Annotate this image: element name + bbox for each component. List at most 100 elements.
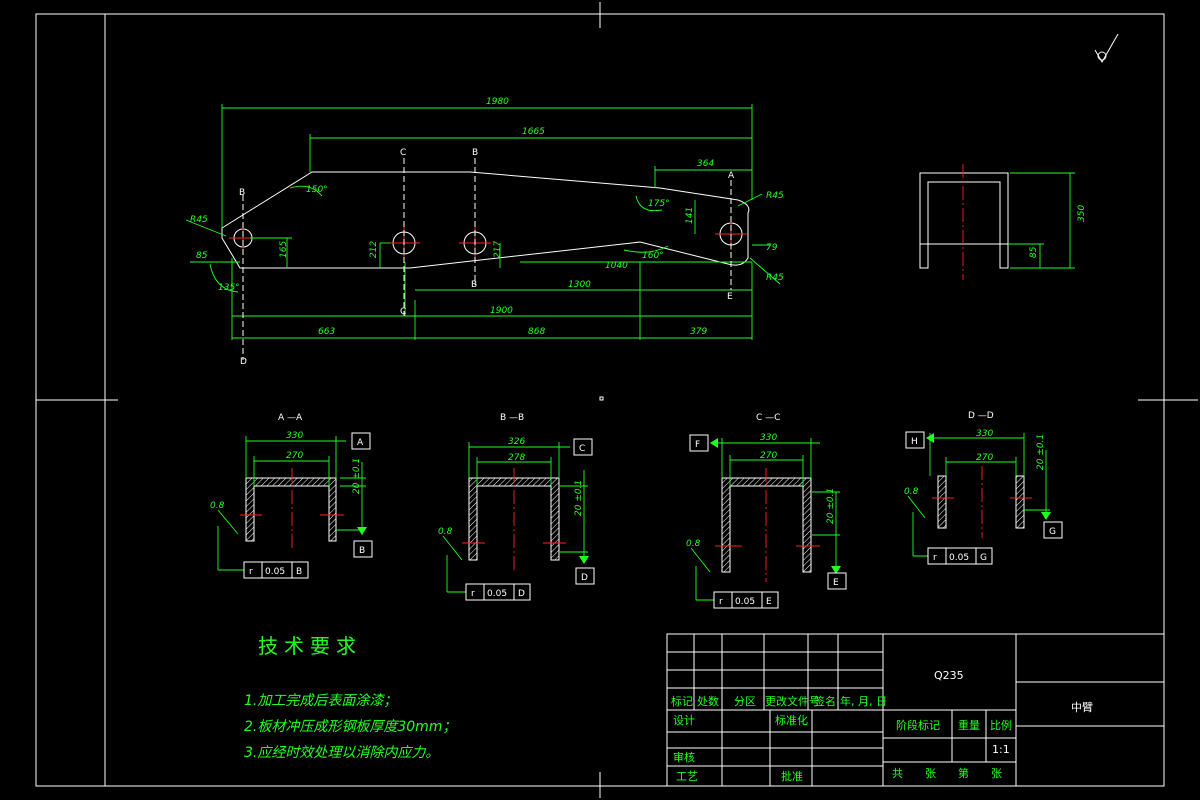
- cut-label-d-bottom: D: [240, 357, 247, 367]
- cut-label-b-top: B: [472, 148, 478, 158]
- section-a-arrow: [357, 527, 367, 535]
- datum-h-box: [905, 431, 925, 449]
- angle-150: 150°: [306, 185, 328, 195]
- cut-label-a-top: A: [728, 171, 735, 181]
- tech-req-item-1: 1.加工完成后表面涂漆；: [244, 693, 397, 709]
- cut-label-c-bottom: C: [400, 307, 406, 317]
- section-c-tol-ref: E: [766, 597, 772, 607]
- datum-f-box: [689, 434, 709, 452]
- tb-count: 处数: [697, 695, 719, 708]
- hole-centerlines: [229, 218, 747, 259]
- section-a-flatness: 0.8: [210, 501, 225, 511]
- dim-868: 868: [528, 327, 545, 337]
- section-a-a: A —A 330 270 20 ±0.1 A B 0.8 r 0.05 B: [210, 413, 373, 579]
- dim-r45-right-top: R45: [766, 191, 784, 201]
- section-c-profile: [721, 477, 812, 573]
- section-d-thk: 20 ±0.1: [1036, 434, 1046, 470]
- section-b-title: B —B: [500, 413, 524, 423]
- cut-label-e-bottom: E: [727, 292, 733, 302]
- section-d-tol-val: 0.05: [949, 553, 969, 563]
- tb-stage: 阶段标记: [896, 718, 940, 732]
- section-a-tol-val: 0.05: [265, 567, 285, 577]
- tb-scale: 比例: [990, 718, 1012, 732]
- tb-standard: 标准化: [775, 713, 808, 727]
- section-c-c: C —C 330 270 20 ±0.1 F E 0.8 r 0.05 E: [686, 413, 847, 609]
- section-a-dims: [217, 436, 366, 571]
- section-d-arrow: [1041, 512, 1051, 520]
- dim-165: 165: [279, 241, 289, 258]
- section-cut-lines: [242, 158, 732, 360]
- arm-outline: [221, 171, 750, 269]
- section-b-tolerance-frame: r 0.05 D: [465, 583, 531, 601]
- section-a-outer: 330: [286, 431, 303, 441]
- section-b-tol-sym: r: [471, 589, 475, 599]
- main-dimension-lines: [185, 104, 781, 340]
- section-d-tol-ref: G: [980, 553, 987, 563]
- section-d-inner: 270: [976, 453, 993, 463]
- datum-d-box: [575, 567, 595, 585]
- tech-req-title: 技术要求: [258, 634, 362, 658]
- section-b-tol-ref: D: [518, 589, 525, 599]
- angle-160: 160°: [642, 251, 664, 261]
- section-c-tol-sym: r: [719, 597, 723, 607]
- dim-379: 379: [690, 327, 707, 337]
- section-b-dims: [442, 442, 588, 593]
- section-b-b: B —B 326 278 20 ±0.1 C D 0.8 r 0.05 D: [438, 413, 595, 601]
- section-a-thk: 20 ±0.1: [352, 458, 362, 494]
- section-c-arrow: [831, 566, 841, 574]
- dim-212: 212: [369, 241, 379, 258]
- tb-sign: 签名: [814, 694, 836, 708]
- tb-weight: 重量: [958, 718, 980, 732]
- side-channel-outline: [919, 172, 1009, 269]
- section-c-title: C —C: [756, 413, 780, 423]
- section-d-right-plate: [1015, 475, 1025, 529]
- datum-e-box: [827, 572, 847, 590]
- cut-label-b-bottom: B: [471, 280, 477, 290]
- part-name: 中臂: [1071, 701, 1093, 714]
- tb-process: 工艺: [676, 770, 698, 783]
- section-a-profile: [245, 477, 337, 542]
- section-d-d: D —D 330 270 20 ±0.1 H G 0.8 r 0.05 G: [904, 411, 1063, 565]
- datum-b-box: [353, 540, 373, 558]
- section-d-arrow-left: [926, 433, 934, 443]
- datum-a-label: A: [357, 438, 364, 448]
- dim-141: 141: [685, 207, 695, 224]
- section-b-thk: 20 ±0.1: [574, 480, 584, 516]
- section-a-inner: 270: [286, 451, 303, 461]
- datum-c-label: C: [579, 444, 585, 454]
- side-dim-350: 350: [1077, 205, 1087, 222]
- tech-req-item-2: 2.板材冲压成形钢板厚度30mm；: [244, 719, 456, 735]
- section-c-dims: [690, 438, 840, 601]
- side-dimension-lines: [1008, 172, 1075, 269]
- section-b-inner: 278: [508, 453, 525, 463]
- dim-1900: 1900: [490, 306, 513, 316]
- angle-135: 135°: [218, 283, 240, 293]
- side-view: 350 85: [919, 164, 1087, 280]
- datum-d-label: D: [581, 573, 588, 583]
- tb-sheets: 共 张 第 张: [892, 766, 1002, 780]
- dim-1300: 1300: [568, 280, 591, 290]
- title-block-grid: [667, 634, 1164, 786]
- tb-review: 审核: [673, 750, 695, 764]
- section-b-tol-val: 0.05: [487, 589, 507, 599]
- section-b-arrow: [579, 556, 589, 564]
- dim-217: 217: [493, 241, 503, 258]
- dim-364: 364: [697, 159, 714, 169]
- cut-label-b-left: B: [239, 188, 245, 198]
- section-c-tol-val: 0.05: [735, 597, 755, 607]
- tb-zone: 分区: [734, 695, 756, 708]
- datum-h-label: H: [911, 437, 918, 447]
- section-b-flatness: 0.8: [438, 527, 453, 537]
- section-a-tol-ref: B: [296, 567, 302, 577]
- tb-mark: 标记: [671, 694, 693, 708]
- section-c-arrow-left: [710, 438, 718, 448]
- section-d-outer: 330: [976, 429, 993, 439]
- section-b-outer: 326: [508, 437, 525, 447]
- section-a-tolerance-frame: r 0.05 B: [243, 561, 309, 579]
- datum-b-label: B: [359, 546, 365, 556]
- drawing-frame: [104, 13, 1165, 787]
- tb-scale-value: 1:1: [992, 743, 1010, 756]
- tech-req-item-3: 3.应经时效处理以消除内应力。: [244, 745, 439, 761]
- dim-85: 85: [196, 251, 208, 261]
